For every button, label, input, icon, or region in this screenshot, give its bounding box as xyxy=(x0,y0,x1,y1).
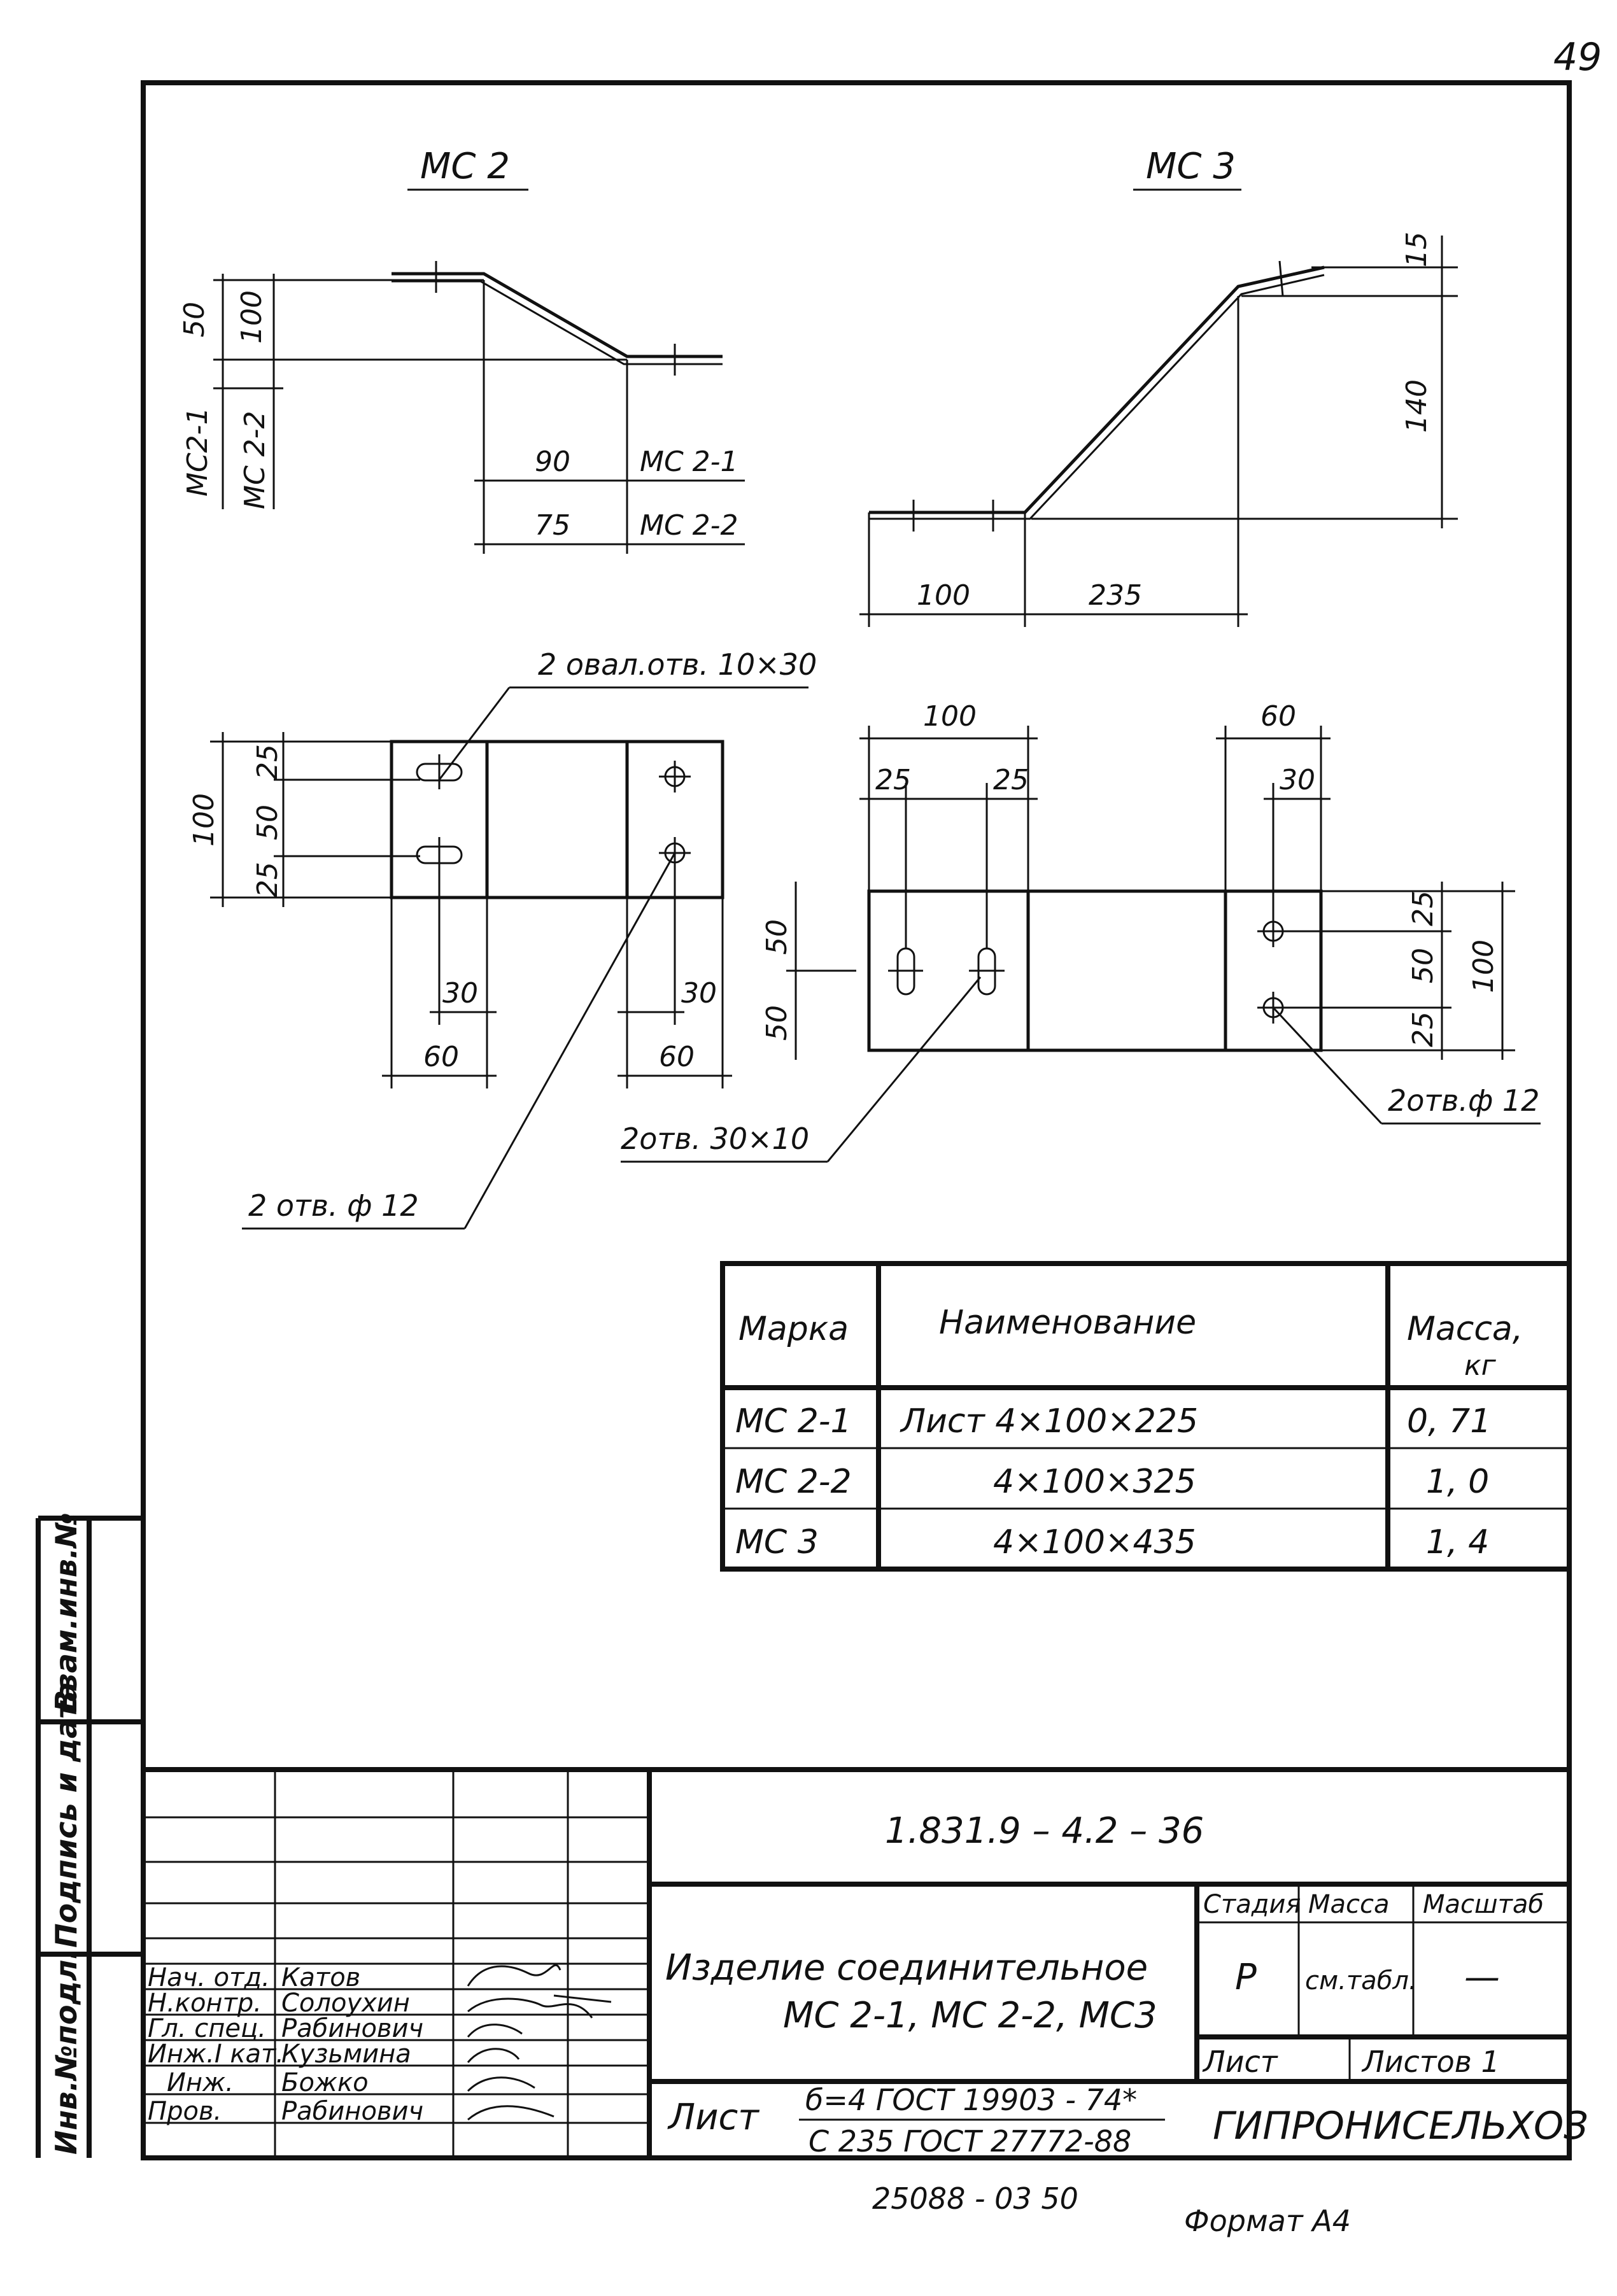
mc3-callout-holes: 2отв.ф 12 xyxy=(1388,1083,1539,1118)
table-row-1-mark: МС 2-1 xyxy=(735,1402,852,1440)
mc3-callout-slots: 2отв. 30×10 xyxy=(621,1122,809,1156)
product-title-line-1: Изделие соединительное xyxy=(665,1947,1148,1989)
sheet-frame xyxy=(141,80,1572,2160)
mc2-plan-dim-30-right: 30 xyxy=(681,977,717,1010)
mc2-dim-75: 75 xyxy=(535,509,570,542)
spec-header-name: Наименование xyxy=(939,1304,1196,1342)
mc3-plan-dim-50-left-b: 50 xyxy=(761,1005,793,1041)
staff-name-6: Рабинович xyxy=(281,2097,423,2126)
side-stamp-signature-date: Подпись и дата xyxy=(49,1682,83,1948)
spec-header-mark: Марка xyxy=(738,1310,849,1348)
mc3-dim-15: 15 xyxy=(1401,232,1433,267)
mc3-plan-dim-25-right-b: 25 xyxy=(1407,1011,1439,1047)
table-row-2-mass: 1, 0 xyxy=(1426,1463,1489,1501)
staff-name-4: Кузьмина xyxy=(281,2039,411,2069)
mc3-profile-view: 15 140 100 235 xyxy=(859,232,1458,627)
table-row-2-name: 4×100×325 xyxy=(993,1463,1196,1501)
staff-name-3: Рабинович xyxy=(281,2014,423,2043)
mc2-plan-dim-60-right: 60 xyxy=(659,1041,695,1073)
staff-role-6: Пров. xyxy=(148,2097,222,2126)
mc2-plan-dim-100: 100 xyxy=(188,793,220,847)
side-stamp-inv-original: Инв.№подл. xyxy=(49,1948,83,2155)
mc2-plan-dim-25b: 25 xyxy=(251,862,284,898)
mc3-plan-dim-25a-top: 25 xyxy=(875,764,911,796)
table-row-3-name: 4×100×435 xyxy=(993,1523,1196,1561)
material-top: б=4 ГОСТ 19903 - 74* xyxy=(805,2083,1137,2117)
spec-table: Марка Наименование Масса, кг МС 2-1 Лист… xyxy=(720,1261,1572,1572)
side-stamp: Взам.инв.№ Подпись и дата Инв.№подл. xyxy=(36,1512,143,2158)
format-label: Формат А4 xyxy=(1184,2204,1351,2238)
doc-code: 1.831.9 – 4.2 – 36 xyxy=(885,1810,1204,1852)
mc2-left-label-1: МС2-1 xyxy=(181,407,214,497)
side-stamp-replace-inv: Взам.инв.№ xyxy=(49,1512,83,1712)
table-row-2-mark: МС 2-2 xyxy=(735,1463,852,1501)
mc2-dim-100: 100 xyxy=(236,290,268,344)
staff-role-2: Н.контр. xyxy=(148,1989,262,2018)
product-title-line-2: МС 2-1, МС 2-2, МС3 xyxy=(783,1995,1157,2036)
staff-role-4: Инж.I кат. xyxy=(148,2039,284,2069)
mc2-plan-dim-60-left: 60 xyxy=(423,1041,459,1073)
table-row-1-name: Лист 4×100×225 xyxy=(900,1402,1198,1440)
mc2-plan-view: 100 25 50 25 2 овал.отв. 10×30 30 60 30 … xyxy=(188,647,817,1230)
mc3-dim-235: 235 xyxy=(1089,579,1142,612)
mc2-profile-view: 50 100 МС2-1 МС 2-2 90 МС 2-1 75 МС 2-2 xyxy=(178,261,745,554)
sheets-count: Листов 1 xyxy=(1361,2045,1500,2079)
mc2-left-label-2: МС 2-2 xyxy=(239,411,271,509)
archive-number: 25088 - 03 50 xyxy=(872,2181,1078,2216)
table-row-3-mass: 1, 4 xyxy=(1426,1523,1489,1561)
mc3-dim-100: 100 xyxy=(917,579,970,612)
spec-header-mass: Масса, xyxy=(1407,1310,1523,1348)
stage-header: Стадия xyxy=(1203,1890,1301,1919)
mass-value: см.табл. xyxy=(1305,1966,1417,1996)
staff-name-1: Катов xyxy=(281,1963,360,1992)
signature-scribbles xyxy=(467,1964,612,2121)
table-row-1-mass: 0, 71 xyxy=(1407,1402,1491,1440)
mass-header: Масса xyxy=(1308,1890,1390,1919)
staff-name-5: Божко xyxy=(281,2068,369,2097)
mc2-dim-50: 50 xyxy=(178,302,211,337)
mc2-plan-dim-25a: 25 xyxy=(251,744,284,780)
staff-role-1: Нач. отд. xyxy=(148,1963,270,1992)
mc3-plan-dim-50-left-a: 50 xyxy=(761,919,793,955)
title-block: Нач. отд. Катов Н.контр. Солоухин Гл. сп… xyxy=(143,1767,1588,2159)
staff-role-3: Гл. спец. xyxy=(148,2014,266,2043)
staff-name-2: Солоухин xyxy=(281,1989,410,2018)
table-row-3-mark: МС 3 xyxy=(735,1523,819,1561)
staff-role-5: Инж. xyxy=(167,2068,234,2097)
mc3-plan-dim-30-top: 30 xyxy=(1280,764,1315,796)
mc2-callout-holes: 2 отв. ф 12 xyxy=(248,1188,419,1223)
scale-header: Масштаб xyxy=(1423,1890,1544,1919)
organization-name: ГИПРОНИСЕЛЬХОЗ xyxy=(1213,2104,1588,2148)
mc2-label-90: МС 2-1 xyxy=(640,446,738,478)
mc2-title: МС 2 xyxy=(420,146,510,187)
mc2-dim-90: 90 xyxy=(535,446,570,478)
mc3-title: МС 3 xyxy=(1146,146,1236,187)
page-number: 49 xyxy=(1553,35,1602,80)
mc3-plan-dim-100-top: 100 xyxy=(923,700,977,733)
sheet-label: Лист xyxy=(1202,2045,1278,2079)
mc3-plan-dim-25b-top: 25 xyxy=(993,764,1029,796)
scale-value: — xyxy=(1464,1957,1500,1998)
spec-header-mass-unit: кг xyxy=(1464,1349,1497,1382)
mc2-callout-oval: 2 овал.отв. 10×30 xyxy=(538,647,817,682)
mc2-plan-dim-30-left: 30 xyxy=(442,977,478,1010)
material-prefix: Лист xyxy=(667,2097,759,2138)
mc2-plan-dim-50: 50 xyxy=(251,805,284,840)
mc3-dim-140: 140 xyxy=(1401,379,1433,433)
material-bottom: С 235 ГОСТ 27772-88 xyxy=(808,2124,1131,2159)
mc3-plan-dim-60-top: 60 xyxy=(1260,700,1296,733)
stage-value: Р xyxy=(1235,1957,1257,1998)
mc3-plan-dim-50-right: 50 xyxy=(1407,948,1439,983)
mc3-plan-view: 100 25 25 60 30 50 50 25 50 25 100 2отв.… xyxy=(621,700,1541,1163)
mc3-plan-dim-25-right-a: 25 xyxy=(1407,891,1439,926)
mc2-label-75: МС 2-2 xyxy=(640,509,738,542)
mc3-plan-dim-100-right: 100 xyxy=(1467,940,1500,993)
